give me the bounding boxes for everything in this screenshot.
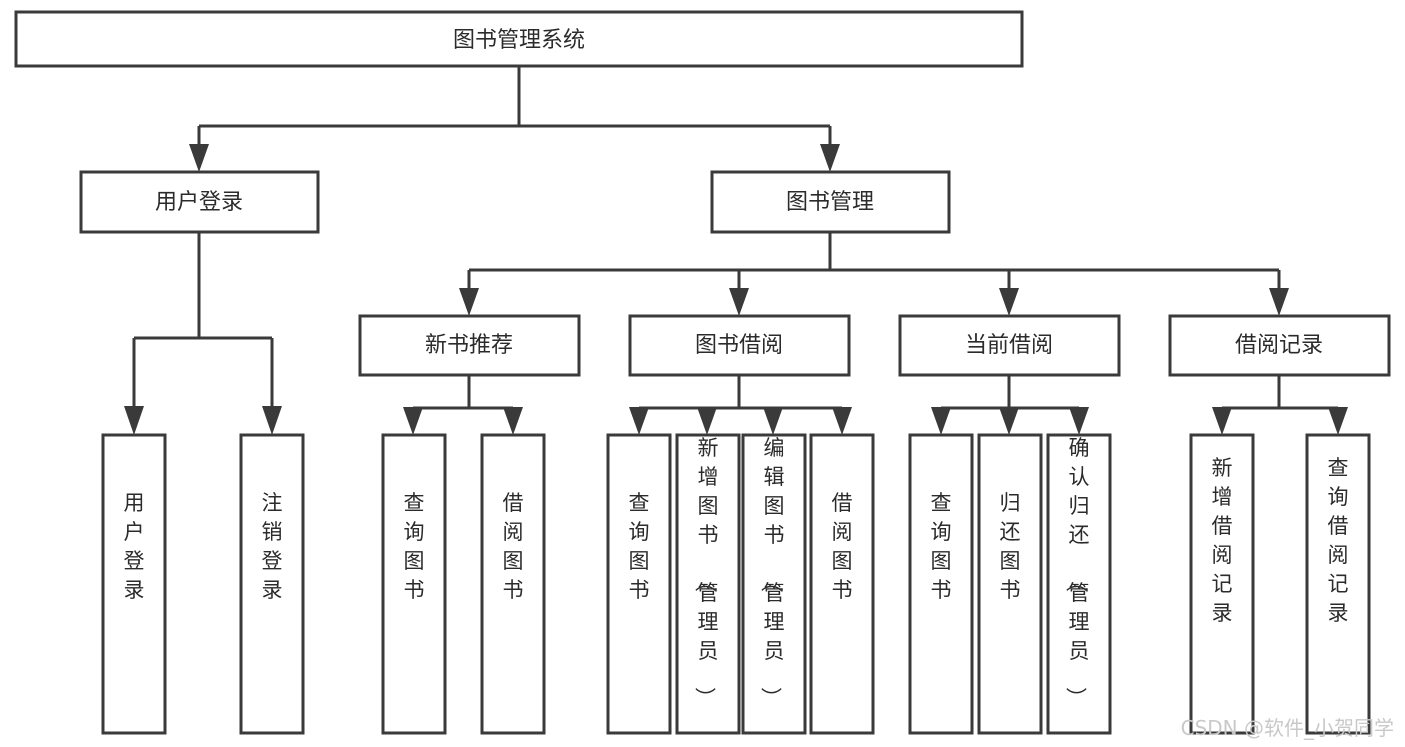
arrow-head-leaf-user-login [124, 406, 144, 435]
leaf-br-add-record-label: 新增借阅记录 [1212, 456, 1233, 625]
csdn-watermark: CSDN @软件_小贺同学 [1181, 716, 1394, 740]
leaf-cb-query-book[interactable]: 查询图书 [908, 433, 974, 735]
arrow-head-bb-leaf-3 [763, 407, 783, 435]
node-borrow-record-box[interactable] [1168, 314, 1391, 377]
node-new-book-recommend-label: 新书推荐 [425, 333, 513, 358]
leaf-bb-edit-book-label: 编辑图书（管理员） [759, 436, 785, 708]
arrow-head-cb-leaf-1 [931, 407, 951, 435]
arrow-head-cb-leaf-2 [999, 407, 1019, 435]
leaf-logout-label: 注销登录 [262, 491, 283, 602]
leaf-nb-query-book[interactable]: 查询图书 [381, 433, 447, 735]
leaf-cb-confirm-return-label: 确认归还（管理员） [1064, 436, 1090, 708]
node-root-box[interactable] [14, 10, 1024, 68]
node-book-manage-label: 图书管理 [786, 190, 874, 215]
node-new-book-recommend-box[interactable] [358, 314, 581, 377]
arrow-head-book-manage [820, 144, 840, 172]
leaf-bb-edit-book[interactable]: 编辑图书（管理员） [741, 433, 807, 735]
leaf-bb-borrow-book-box[interactable] [809, 433, 875, 735]
arrow-head-user-login [189, 144, 209, 172]
leaf-nb-query-book-box[interactable] [381, 433, 447, 735]
node-borrow-record[interactable]: 借阅记录 [1168, 314, 1391, 377]
leaf-cb-return-book-label: 归还图书 [1000, 491, 1021, 602]
leaf-bb-add-book-box[interactable] [675, 433, 741, 735]
arrow-head-bb-leaf-2 [697, 407, 717, 435]
arrow-head-nb-leaf-1 [403, 407, 423, 435]
node-current-borrow-label: 当前借阅 [965, 333, 1053, 358]
arrow-head-br-leaf-1 [1212, 407, 1232, 435]
leaf-bb-add-book[interactable]: 新增图书（管理员） [675, 433, 741, 735]
leaf-cb-confirm-return-box[interactable] [1046, 433, 1112, 735]
node-root[interactable]: 图书管理系统 [14, 10, 1024, 68]
leaf-cb-return-book-box[interactable] [977, 433, 1043, 735]
arrow-head-cb-leaf-3 [1069, 407, 1089, 435]
leaf-nb-borrow-book-box[interactable] [480, 433, 546, 735]
node-borrow-record-label: 借阅记录 [1235, 333, 1323, 358]
leaf-cb-query-book-label: 查询图书 [931, 491, 952, 602]
arrow-head-br-leaf-2 [1328, 407, 1348, 435]
leaf-br-add-record[interactable]: 新增借阅记录 [1189, 433, 1255, 735]
leaf-br-query-record-box[interactable] [1305, 433, 1371, 735]
leaf-bb-query-book[interactable]: 查询图书 [606, 433, 672, 735]
leaf-nb-query-book-label: 查询图书 [404, 491, 425, 602]
node-user-login-label: 用户登录 [155, 190, 243, 215]
node-current-borrow-box[interactable] [898, 314, 1121, 377]
node-root-label: 图书管理系统 [453, 28, 585, 53]
leaf-bb-borrow-book-label: 借阅图书 [832, 491, 853, 602]
arrow-head-bb-leaf-1 [629, 407, 649, 435]
node-book-manage[interactable]: 图书管理 [710, 170, 951, 234]
node-book-manage-box[interactable] [710, 170, 951, 234]
arrow-head-current-borrow [999, 288, 1019, 316]
leaf-bb-query-book-label: 查询图书 [629, 491, 650, 602]
leaf-user-login[interactable]: 用户登录 [101, 433, 167, 735]
arrow-head-leaf-logout [262, 406, 282, 435]
arrow-head-book-borrow [729, 288, 749, 316]
leaf-logout[interactable]: 注销登录 [239, 433, 305, 735]
leaf-bb-borrow-book[interactable]: 借阅图书 [809, 433, 875, 735]
leaf-nb-borrow-book-label: 借阅图书 [503, 491, 524, 602]
arrow-head-borrow-record [1269, 288, 1289, 316]
arrow-head-nb-leaf-2 [503, 407, 523, 435]
leaf-cb-query-book-box[interactable] [908, 433, 974, 735]
leaf-cb-return-book[interactable]: 归还图书 [977, 433, 1043, 735]
connector-layer [124, 66, 1348, 435]
leaf-user-login-label: 用户登录 [124, 491, 145, 602]
leaf-bb-edit-book-box[interactable] [741, 433, 807, 735]
leaf-bb-query-book-box[interactable] [606, 433, 672, 735]
node-new-book-recommend[interactable]: 新书推荐 [358, 314, 581, 377]
leaf-logout-box[interactable] [239, 433, 305, 735]
node-current-borrow[interactable]: 当前借阅 [898, 314, 1121, 377]
node-book-borrow-box[interactable] [628, 314, 851, 377]
leaf-br-query-record-label: 查询借阅记录 [1328, 456, 1349, 625]
arrow-head-new-book [459, 288, 479, 316]
leaf-nb-borrow-book[interactable]: 借阅图书 [480, 433, 546, 735]
leaf-cb-confirm-return[interactable]: 确认归还（管理员） [1046, 433, 1112, 735]
leaf-user-login-box[interactable] [101, 433, 167, 735]
node-book-borrow-label: 图书借阅 [695, 333, 783, 358]
arrow-head-bb-leaf-4 [832, 407, 852, 435]
node-user-login-box[interactable] [79, 170, 320, 234]
leaf-br-query-record[interactable]: 查询借阅记录 [1305, 433, 1371, 735]
leaf-bb-add-book-label: 新增图书（管理员） [693, 436, 719, 708]
leaf-br-add-record-box[interactable] [1189, 433, 1255, 735]
node-user-login[interactable]: 用户登录 [79, 170, 320, 234]
node-book-borrow[interactable]: 图书借阅 [628, 314, 851, 377]
